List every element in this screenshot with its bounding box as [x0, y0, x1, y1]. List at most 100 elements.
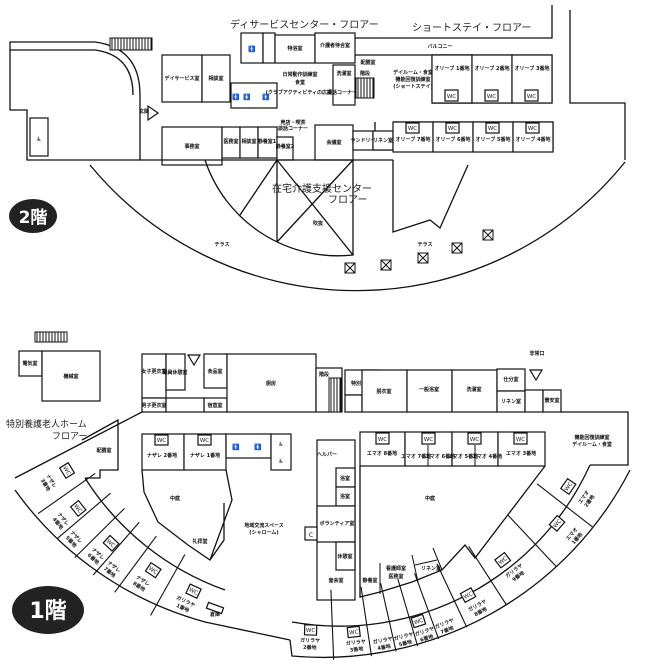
svg-text:WC: WC	[72, 504, 83, 515]
toilet-icon: 🚹	[232, 93, 240, 101]
planter-box-icon	[417, 252, 429, 264]
corridor-walls	[14, 411, 629, 479]
room-label: ガリラヤ	[372, 635, 393, 646]
room-label: リネン室	[501, 398, 521, 405]
room-label: リネン室	[421, 565, 441, 572]
room-label: エマオ 8番地	[367, 450, 397, 457]
room-label: 仕分室	[502, 376, 518, 383]
svg-text:WC: WC	[487, 94, 496, 100]
room-label: 霊安室	[544, 397, 559, 404]
room-label: (シャローム)	[249, 530, 278, 536]
floor-1-badge-bg	[12, 586, 84, 634]
floor-2-badge-bg	[9, 199, 57, 233]
room-label: ボランティア室	[320, 520, 355, 527]
wc-box: WC	[185, 583, 202, 599]
room-label: 地域交流スペース	[244, 522, 283, 529]
homecare-floor-subtitle: フロアー	[328, 195, 367, 206]
courtyard-label: 中庭	[425, 495, 435, 502]
dayservice-floor-title: ディサービスセンター・フロアー	[230, 18, 379, 31]
room-label: 礼拝堂	[192, 538, 207, 545]
svg-text:WC: WC	[157, 438, 166, 444]
room-label: 会議室	[325, 139, 341, 146]
room-label: 機能回復訓練室	[574, 434, 609, 441]
left-courtyard	[141, 469, 233, 562]
room-label: 休憩室	[336, 553, 352, 560]
stairs-f2-center	[355, 77, 375, 99]
room-divider	[414, 573, 440, 640]
room-label: 浴室	[340, 475, 350, 482]
wc-box: WC	[494, 551, 512, 569]
terrace-label: テラス	[418, 242, 433, 248]
svg-text:WC: WC	[564, 481, 574, 492]
planter-box-icon	[451, 242, 463, 254]
toilet-icon: 🚹	[262, 93, 270, 101]
svg-text:WC: WC	[188, 587, 199, 596]
room-label: エマオ 5番地	[448, 453, 478, 460]
entrance-arrow-icon	[147, 104, 160, 122]
svg-text:ランドリー: ランドリー	[350, 138, 375, 144]
shortstay-floor-title: ショートステイ・フロアー	[412, 23, 531, 34]
svg-text:WC: WC	[105, 539, 116, 550]
emergency-exit-label: 非常口	[529, 350, 544, 357]
dayservice-room	[161, 54, 203, 103]
home-floor-subtitle: フロアー	[52, 432, 87, 442]
room-label: 機能回復訓練室	[395, 76, 430, 83]
entrance-plaza	[9, 41, 141, 161]
room-label: 面会室	[328, 577, 343, 584]
svg-text:オリーブ 1番地: オリーブ 1番地	[435, 65, 470, 72]
right-courtyard	[359, 465, 546, 598]
planter-box-icon	[344, 262, 356, 274]
svg-text:オリーブ 3番地: オリーブ 3番地	[515, 65, 550, 72]
room-divider	[74, 508, 125, 559]
room-label: エマオ 7番地	[401, 453, 431, 460]
room-label: ナザレ 2番地	[147, 452, 177, 459]
room-label: デイルーム・食堂	[572, 441, 612, 448]
room-label: 相談室	[208, 75, 223, 82]
wc-box: WC	[69, 499, 87, 518]
planter-boxes	[344, 229, 494, 274]
room-label: エマオ 4番地	[472, 453, 502, 460]
toilet-icon: 🚹	[248, 45, 256, 53]
svg-text:WC: WC	[498, 556, 509, 566]
svg-text:オリーブ 4番地: オリーブ 4番地	[516, 136, 551, 143]
room-divider	[92, 521, 140, 576]
room-label: 2番地	[303, 644, 317, 651]
room-label: エマオ 3番地	[506, 450, 536, 457]
serving-room	[81, 418, 119, 479]
room-label: 静養室2	[276, 143, 295, 150]
wheelchair-icon: ♿	[36, 136, 41, 143]
wheelchair-icon: ♿	[278, 458, 283, 465]
room-label: 洗濯室	[466, 386, 481, 393]
svg-text:WC: WC	[424, 437, 433, 443]
room-label: 談話コーナー	[327, 89, 357, 96]
svg-text:オリーブ 7番地: オリーブ 7番地	[396, 136, 431, 143]
ring-outer	[14, 469, 631, 659]
room-label: 医務室	[223, 138, 238, 145]
toilets-f2	[230, 82, 278, 109]
room-label: ガリラヤ	[300, 637, 320, 645]
courtyard-label: 中庭	[170, 495, 180, 502]
wc-box: WC	[58, 461, 76, 480]
room-label: 脱衣室	[375, 388, 391, 395]
room-label: 日常動作訓練室	[282, 71, 317, 78]
svg-text:WC: WC	[448, 126, 457, 132]
svg-text:WC: WC	[413, 618, 424, 627]
wheelchair-icon: ♿	[278, 441, 283, 448]
svg-text:オリーブ 5番地: オリーブ 5番地	[476, 136, 511, 143]
homecare-floor-title: 在宅介護支援センター	[272, 182, 372, 195]
room-label: 階段	[319, 371, 329, 378]
svg-text:オリーブ 2番地: オリーブ 2番地	[475, 65, 510, 72]
room-label: 7番地	[439, 624, 454, 636]
room-label: 特別浴室	[351, 380, 371, 387]
floor-1: 電気室 機械室 女子更衣室 男子更衣室 職員休憩室 食品室 宿直室 厨房 階段 …	[6, 331, 631, 660]
entrance-label: 玄関	[139, 108, 149, 115]
svg-text:WC: WC	[527, 94, 536, 100]
svg-text:WC: WC	[553, 518, 564, 529]
olive-rooms-bottom: ランドリー リネン室 WC WC WC WC オリーブ 7番地 オリーブ 6番地…	[350, 121, 554, 153]
room-label: 3番地	[350, 645, 364, 653]
room-label: 食堂	[295, 79, 305, 86]
toilet-icon: 🚺	[254, 443, 262, 451]
room-divider	[536, 483, 593, 528]
planter-box-icon	[482, 229, 494, 241]
